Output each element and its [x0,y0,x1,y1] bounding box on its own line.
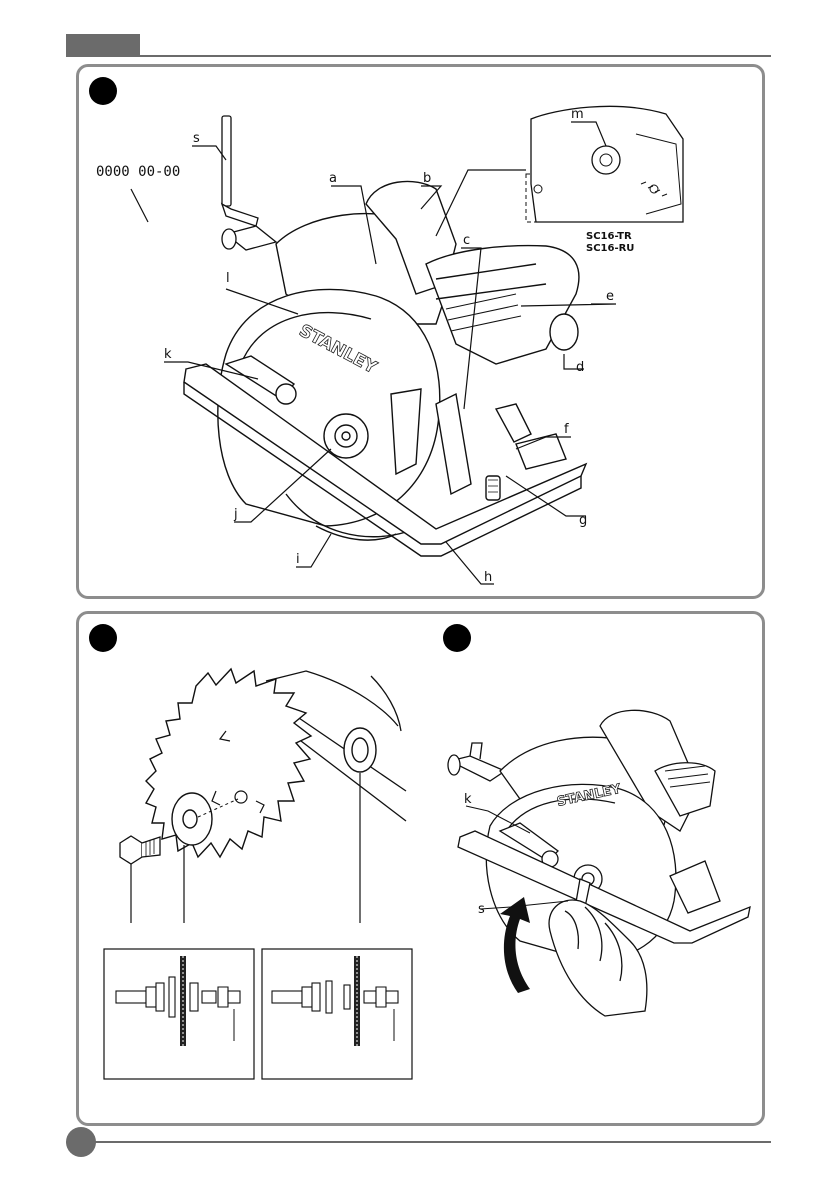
figure-3-drawing: STANLEY k s [430,611,760,1111]
label-g: g [579,513,587,528]
label-s: s [193,131,200,146]
rotation-arrow [500,897,530,993]
label-k-fig3: k [464,792,472,807]
label-h: h [484,570,492,585]
hex-key [222,116,258,226]
label-i: i [296,552,300,567]
label-c: c [463,233,470,248]
label-f: f [564,422,569,437]
saw-blade [146,669,311,857]
detail-inset: SC16-TR SC16-RU [436,106,683,254]
label-m: m [571,107,584,122]
serial-number: 0000 00-00 [96,164,180,180]
figure-1-drawing: 0000 00-00 [76,64,765,599]
label-k: k [164,347,172,362]
label-a: a [329,171,337,186]
header-tab [66,34,140,56]
blade-bolt [120,836,160,864]
page-number-badge [66,1127,96,1157]
label-l: l [226,271,230,286]
label-j: j [233,507,238,522]
label-b: b [423,171,431,186]
assembly-section-1 [104,949,254,1079]
label-s-fig3: s [478,902,485,917]
label-e: e [606,289,614,304]
figure-2-drawing [76,611,421,1111]
model-code-2: SC16-RU [586,243,634,254]
assembly-section-2 [262,949,412,1079]
header-rule [66,55,771,57]
footer-rule [80,1141,771,1143]
label-d: d [576,360,584,375]
model-code-1: SC16-TR [586,231,632,242]
